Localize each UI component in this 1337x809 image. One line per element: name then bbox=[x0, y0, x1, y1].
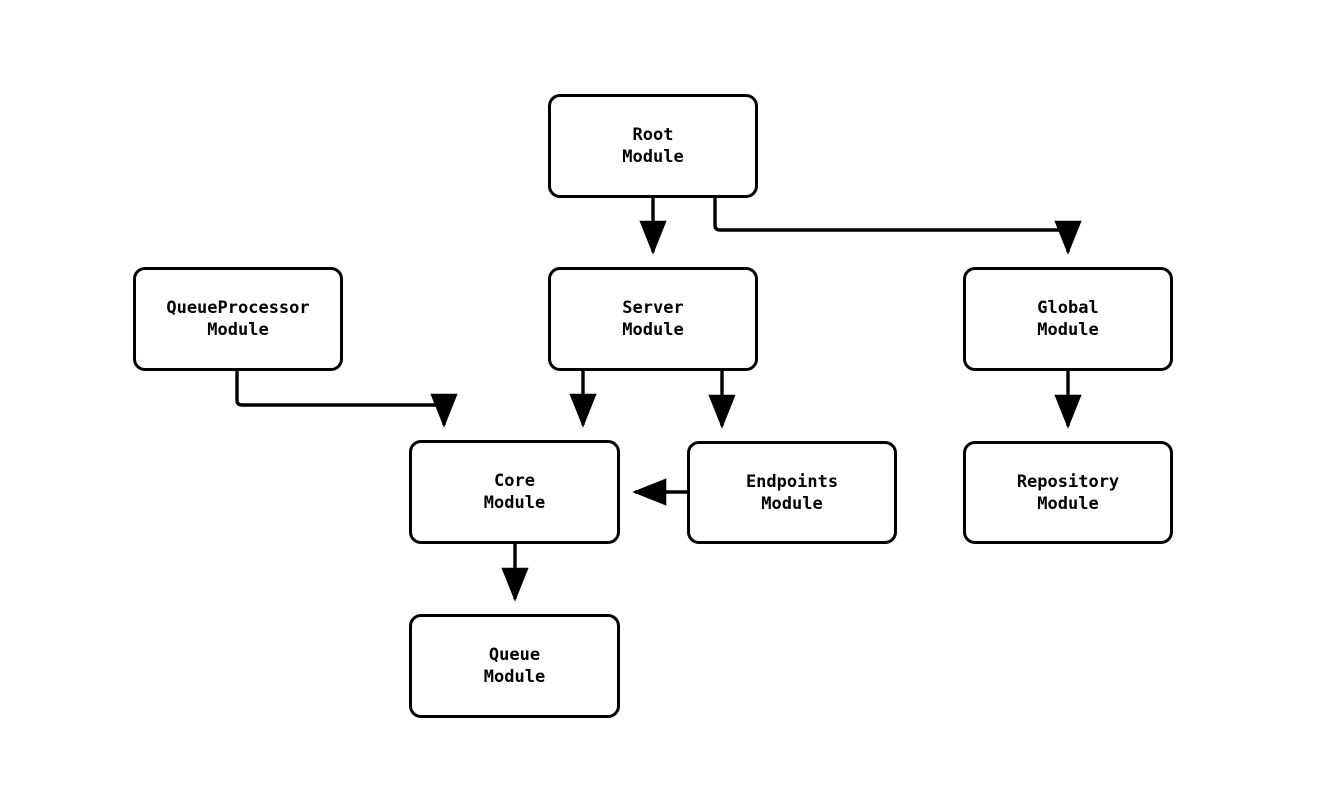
node-root-module-line1: Root bbox=[632, 125, 674, 145]
node-global-module-line1: Global bbox=[1037, 298, 1099, 318]
node-queueprocessor-module-line2: Module bbox=[207, 320, 269, 340]
edge-root-to-global bbox=[713, 198, 1082, 255]
node-core-module[interactable]: Core Module bbox=[409, 440, 620, 544]
node-global-module-line2: Module bbox=[1037, 320, 1099, 340]
node-queueprocessor-module-line1: QueueProcessor bbox=[166, 298, 310, 318]
edges-group bbox=[235, 198, 1082, 602]
node-queue-module-line2: Module bbox=[483, 667, 546, 687]
node-queue-module-line1: Queue bbox=[488, 645, 541, 665]
node-repository-module-line1: Repository bbox=[1016, 471, 1120, 492]
node-server-module-line1: Server bbox=[622, 298, 684, 318]
node-repository-module-line2: Module bbox=[1037, 493, 1099, 514]
node-queue-module[interactable]: Queue Module bbox=[409, 614, 620, 718]
node-root-module[interactable]: Root Module bbox=[548, 94, 758, 198]
node-endpoints-module-line2: Module bbox=[761, 493, 823, 514]
node-core-module-line2: Module bbox=[483, 493, 546, 513]
node-server-module[interactable]: Server Module bbox=[548, 267, 758, 371]
node-root-module-line2: Module bbox=[622, 147, 684, 167]
node-global-module[interactable]: Global Module bbox=[963, 267, 1173, 371]
node-core-module-line1: Core bbox=[494, 471, 535, 491]
node-server-module-line2: Module bbox=[622, 320, 684, 340]
node-endpoints-module-line1: Endpoints bbox=[745, 471, 839, 492]
node-endpoints-module[interactable]: Endpoints Module bbox=[687, 441, 897, 544]
node-queueprocessor-module[interactable]: QueueProcessor Module bbox=[133, 267, 343, 371]
node-repository-module[interactable]: Repository Module bbox=[963, 441, 1173, 544]
edge-queueprocessor-to-core bbox=[235, 371, 458, 428]
